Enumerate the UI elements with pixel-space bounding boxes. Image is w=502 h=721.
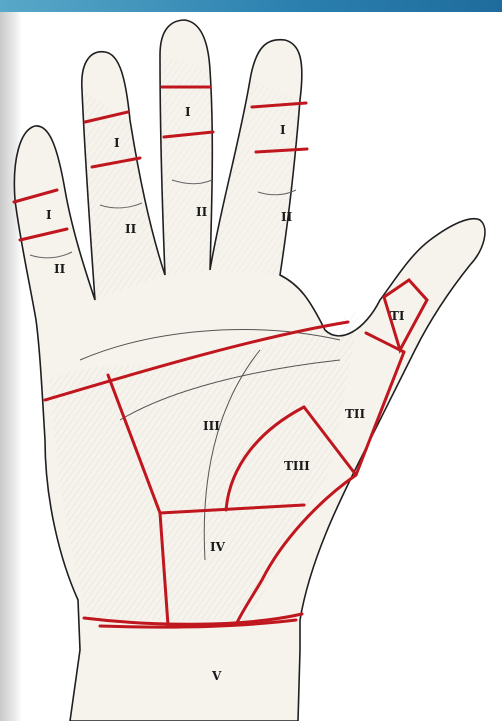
label-lower-palm: IV [210,540,226,554]
label-ring-distal: I [114,136,120,150]
label-index-distal: I [280,123,286,137]
label-central-palm: III [203,419,220,433]
label-wrist: V [211,669,222,683]
label-middle-middle: II [196,205,208,219]
label-little-middle: II [54,262,66,276]
label-little-distal: I [46,208,52,222]
finger-shading [82,90,165,300]
label-thumb-distal: TI [390,309,405,323]
finger-shading-3 [210,80,300,275]
label-thenar: TIII [284,459,310,473]
label-thumb-proximal: TII [345,407,366,421]
label-index-middle: II [281,210,293,224]
label-middle-distal: I [185,105,191,119]
label-ring-middle: II [125,222,137,236]
